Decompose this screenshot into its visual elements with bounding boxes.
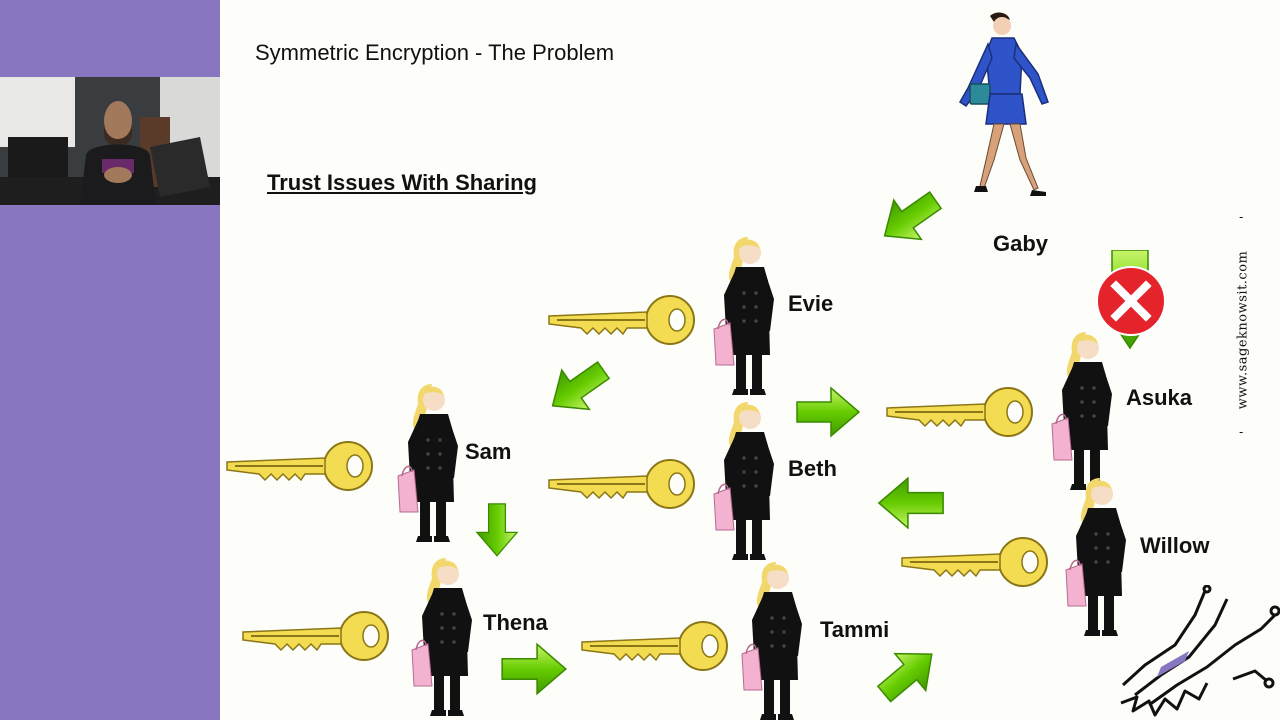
golden-key-icon bbox=[886, 387, 1033, 437]
golden-key-icon bbox=[548, 295, 695, 345]
green-arrow-icon bbox=[476, 503, 518, 557]
golden-key-icon bbox=[226, 441, 373, 491]
person-name-tammi: Tammi bbox=[820, 617, 890, 642]
golden-key-icon bbox=[548, 459, 695, 509]
person-name-asuka: Asuka bbox=[1126, 385, 1193, 410]
red-x-circle-icon bbox=[1096, 266, 1166, 336]
golden-key-icon bbox=[242, 611, 389, 661]
presenter-webcam bbox=[0, 77, 222, 205]
person-name-thena: Thena bbox=[483, 610, 548, 635]
person-name-evie: Evie bbox=[788, 291, 834, 316]
golden-key-icon bbox=[581, 621, 728, 671]
person-name-willow: Willow bbox=[1140, 533, 1210, 558]
golden-key-icon bbox=[901, 537, 1048, 587]
watermark-dash-bottom: - bbox=[1239, 425, 1244, 439]
woman-coat-shopping-icon bbox=[411, 557, 472, 717]
watermark-dash-top: - bbox=[1239, 210, 1244, 224]
green-arrow-icon bbox=[538, 352, 618, 424]
person-name-gaby: Gaby bbox=[993, 231, 1049, 256]
green-arrow-icon bbox=[796, 387, 860, 437]
woman-coat-shopping-icon bbox=[397, 383, 458, 543]
green-arrow-icon bbox=[878, 477, 944, 529]
woman-coat-shopping-icon bbox=[1051, 331, 1112, 491]
green-arrow-icon bbox=[870, 182, 950, 254]
woman-coat-shopping-icon bbox=[713, 401, 774, 561]
woman-coat-shopping-icon bbox=[741, 561, 802, 720]
watermark-text: www.sageknowsit.com bbox=[1235, 250, 1251, 410]
circuit-logo-icon bbox=[1120, 585, 1280, 717]
slide-subtitle: Trust Issues With Sharing bbox=[267, 170, 537, 195]
slide-title: Symmetric Encryption - The Problem bbox=[255, 40, 615, 65]
woman-coat-shopping-icon bbox=[713, 236, 774, 396]
person-name-beth: Beth bbox=[788, 456, 837, 481]
slide-canvas bbox=[220, 0, 1280, 720]
green-arrow-icon bbox=[501, 643, 567, 695]
green-arrow-icon bbox=[868, 638, 948, 710]
businesswoman-walking-icon bbox=[959, 12, 1049, 196]
person-name-sam: Sam bbox=[465, 439, 512, 464]
